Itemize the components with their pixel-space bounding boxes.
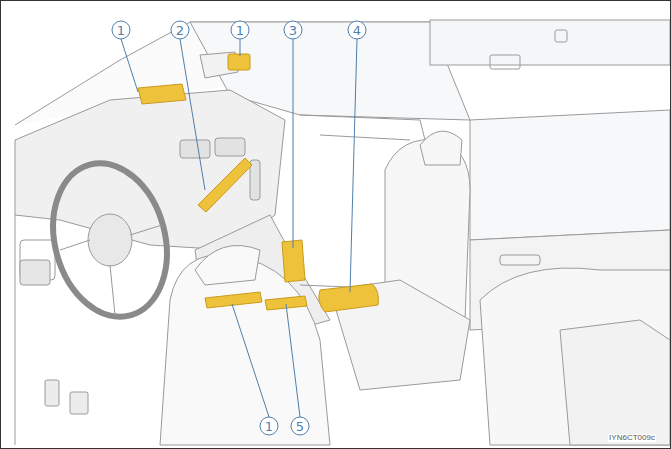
- callout-number: 1: [265, 420, 273, 433]
- callout-number: 1: [236, 24, 244, 37]
- callout-number: 3: [289, 24, 297, 37]
- callout-number: 2: [176, 24, 184, 37]
- callout-number: 4: [353, 24, 361, 37]
- callout-number: 5: [296, 420, 304, 433]
- figure-code: IYN6CT009c: [608, 434, 656, 442]
- callout-number: 1: [117, 24, 125, 37]
